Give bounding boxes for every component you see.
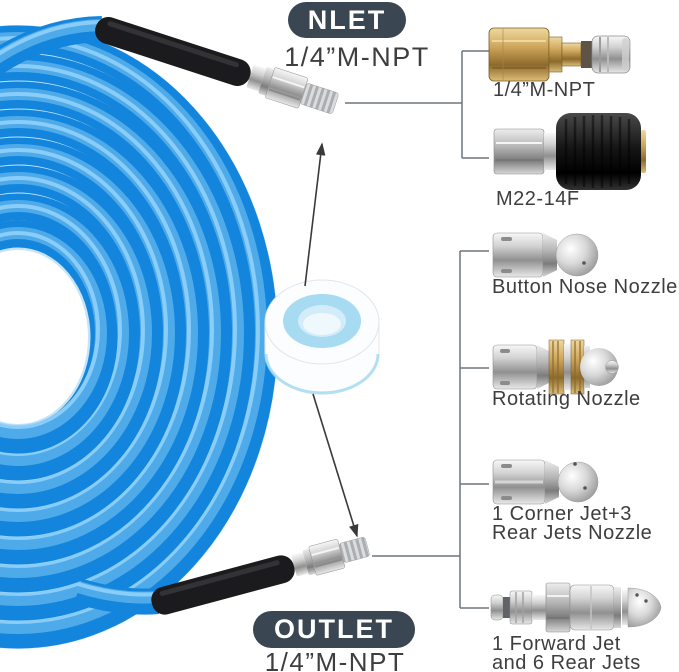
rotating-nozzle-image <box>492 339 619 395</box>
outlet-connector-lines <box>372 250 489 609</box>
forward-jet-nozzle-image <box>490 582 662 633</box>
inlet-badge-label: NLET <box>307 4 387 35</box>
tape-to-outlet-arrow <box>312 393 359 538</box>
outlet-fitting <box>291 537 370 577</box>
hose-inlet-end <box>0 16 339 114</box>
accessory-label-forward-jet-nozzle: 1 Forward Jet and 6 Rear Jets <box>492 633 641 672</box>
accessory-label-corner-jet-line1: 1 Corner Jet+3 <box>492 503 632 525</box>
accessory-label-button-nose-nozzle: Button Nose Nozzle <box>492 276 678 298</box>
accessory-label-forward-jet-line2: and 6 Rear Jets <box>492 652 641 672</box>
inlet-connector-lines <box>345 50 489 159</box>
hose-coil <box>0 25 278 649</box>
inlet-fitting <box>246 65 339 114</box>
accessory-label-corner-jet-nozzle: 1 Corner Jet+3 Rear Jets Nozzle <box>492 503 653 544</box>
tape-to-inlet-arrow <box>304 142 326 287</box>
accessory-label-corner-jet-line2: Rear Jets Nozzle <box>492 522 653 544</box>
outlet-badge-label: OUTLET <box>274 614 394 644</box>
m22-adapter-image <box>493 113 646 190</box>
corner-jet-nozzle-image <box>492 459 599 505</box>
inlet-thread-spec: 1/4”M-NPT <box>284 42 430 72</box>
accessory-label-quick-connect-plug: 1/4”M-NPT <box>493 79 596 101</box>
outlet-badge: OUTLET <box>253 611 415 648</box>
inlet-bend-restrictor <box>95 17 251 86</box>
inlet-badge: NLET <box>288 2 406 38</box>
button-nose-nozzle-image <box>492 232 599 278</box>
outlet-bend-restrictor <box>151 555 295 615</box>
outlet-thread-spec: 1/4”M-NPT <box>264 647 406 672</box>
thread-seal-tape-roll <box>264 279 380 395</box>
accessory-label-rotating-nozzle: Rotating Nozzle <box>492 388 641 410</box>
hose-outlet-end <box>74 537 370 615</box>
accessory-label-forward-jet-line1: 1 Forward Jet <box>492 633 621 655</box>
quick-connect-plug-image <box>488 27 631 82</box>
accessory-label-m22-adapter: M22-14F <box>496 188 580 210</box>
